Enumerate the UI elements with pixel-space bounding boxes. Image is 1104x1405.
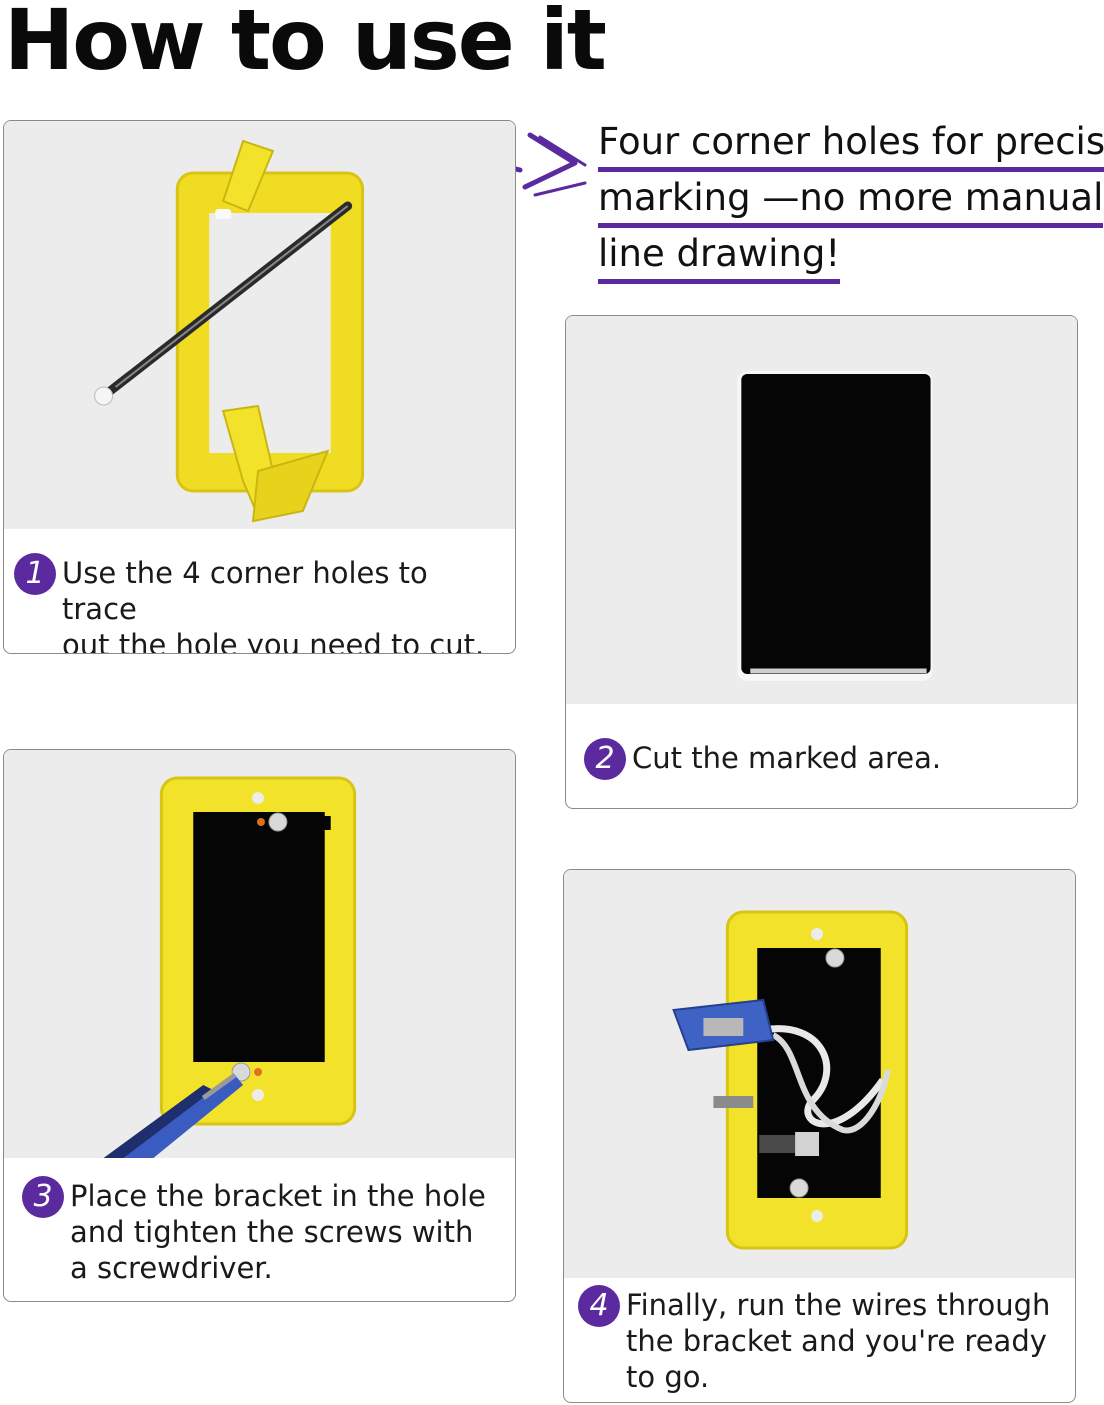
step-card-2: 2 Cut the marked area. xyxy=(565,315,1078,809)
callout-line: Four corner holes for precise xyxy=(598,116,1104,172)
step-4-line: to go. xyxy=(626,1360,710,1394)
step-card-4: 4 Finally, run the wires through the bra… xyxy=(563,869,1076,1403)
step-card-3: 3 Place the bracket in the hole and tigh… xyxy=(3,749,516,1302)
step-2-photo xyxy=(566,316,1077,704)
step-1-line: out the hole you need to cut. xyxy=(62,628,485,654)
step-4-caption: 4 Finally, run the wires through the bra… xyxy=(578,1285,1069,1395)
step-card-1: 1 Use the 4 corner holes to trace out th… xyxy=(3,120,516,654)
step-1-line: Use the 4 corner holes to trace xyxy=(62,556,428,626)
step-3-line: and tighten the screws with xyxy=(70,1215,474,1249)
step-number-badge: 2 xyxy=(584,738,626,780)
step-3-photo xyxy=(4,750,515,1158)
step-4-photo xyxy=(564,870,1075,1278)
step-number-badge: 4 xyxy=(578,1285,620,1327)
step-3-line: Place the bracket in the hole xyxy=(70,1179,486,1213)
step-4-line: the bracket and you're ready xyxy=(626,1324,1047,1358)
step-1-caption: 1 Use the 4 corner holes to trace out th… xyxy=(14,553,509,654)
page-title: How to use it xyxy=(4,0,607,89)
step-3-caption: 3 Place the bracket in the hole and tigh… xyxy=(22,1176,509,1286)
callout-text: Four corner holes for precise marking —n… xyxy=(598,116,1104,284)
step-2-caption: 2 Cut the marked area. xyxy=(584,738,1071,780)
step-number-badge: 3 xyxy=(22,1176,64,1218)
step-4-line: Finally, run the wires through xyxy=(626,1288,1051,1322)
callout-line: line drawing! xyxy=(598,228,841,284)
callout-line: marking —no more manual xyxy=(598,172,1104,228)
step-number-badge: 1 xyxy=(14,553,56,595)
step-3-line: a screwdriver. xyxy=(70,1251,273,1285)
step-2-line: Cut the marked area. xyxy=(632,741,942,775)
step-1-photo xyxy=(4,121,515,529)
